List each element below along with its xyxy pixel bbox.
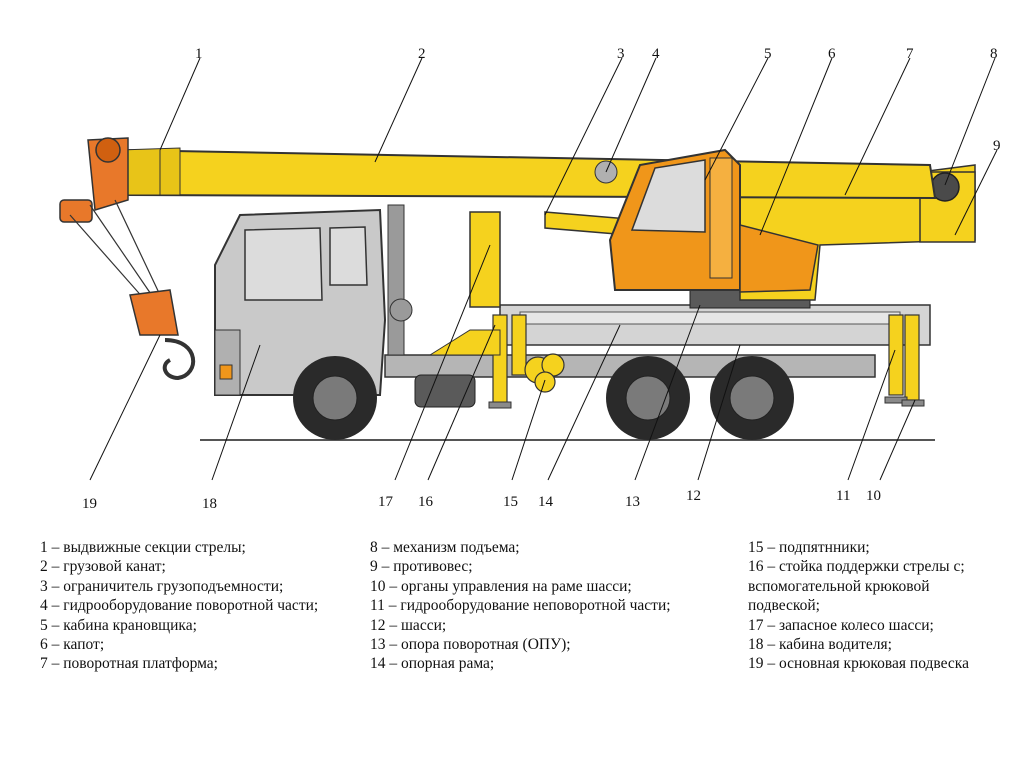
- legend-item: 3 – ограничитель грузоподъемности;: [40, 577, 284, 595]
- legend-column-1: 1 – выдвижные секции стрелы; 2 – грузово…: [40, 538, 318, 674]
- callout-4: 4: [652, 46, 660, 62]
- hoist-rope: [69, 199, 161, 301]
- callout-7: 7: [906, 46, 914, 62]
- legend-item: 6 – капот;: [40, 636, 105, 654]
- legend-item: 13 – опора поворотная (ОПУ);: [370, 636, 571, 654]
- callout-3: 3: [617, 46, 625, 62]
- legend-item: 1 – выдвижные секции стрелы;: [40, 539, 246, 556]
- spare-wheel: [414, 374, 476, 408]
- callout-leaders: [89, 57, 998, 481]
- legend-item: 16 – стойка поддержки стрелы с;: [748, 558, 965, 576]
- callout-16: 16: [418, 494, 434, 510]
- legend-item: 9 – противовес;: [370, 558, 473, 576]
- hood: [739, 224, 819, 293]
- callout-6: 6: [828, 46, 836, 62]
- legend-item: 19 – основная крюковая подвеска: [748, 655, 969, 673]
- callout-13: 13: [625, 494, 640, 510]
- legend-item: подвеской;: [748, 597, 820, 615]
- callout-18: 18: [202, 496, 217, 512]
- legend-item: 2 – грузовой канат;: [40, 558, 166, 576]
- operator-cab: [608, 148, 741, 291]
- legend-column-2: 8 – механизм подъема; 9 – противовес; 10…: [370, 538, 671, 674]
- callout-14: 14: [538, 494, 554, 510]
- boom-head: [59, 137, 129, 223]
- hydraulic-tanks: [524, 353, 565, 393]
- callout-2: 2: [418, 46, 426, 62]
- legend-item: 5 – кабина крановщика;: [40, 616, 197, 634]
- legend-item: 15 – подпятнники;: [748, 539, 870, 556]
- boom: [118, 148, 937, 200]
- legend-item: 14 – опорная рама;: [370, 655, 495, 673]
- legend-item: 10 – органы управления на раме шасси;: [370, 577, 632, 595]
- legend-column-3: 15 – подпятнники; 16 – стойка поддержки …: [748, 538, 969, 674]
- callout-5: 5: [764, 46, 772, 62]
- callout-12: 12: [686, 488, 701, 504]
- legend-item: 8 – механизм подъема;: [370, 539, 520, 556]
- legend-item: 17 – запасное колесо шасси;: [748, 616, 934, 634]
- legend-item: 18 – кабина водителя;: [748, 636, 892, 654]
- driver-cab: [214, 208, 387, 396]
- legend-item: 4 – гидрооборудование поворотной части;: [40, 597, 319, 615]
- truck-crane-diagram: 1 2 3 4 5 6 7 8 9 10 11 12 13 14 15 16 1…: [59, 46, 1001, 512]
- callout-17: 17: [378, 494, 394, 510]
- legend-item: 12 – шасси;: [370, 616, 447, 634]
- callout-15: 15: [503, 494, 518, 510]
- legend-item: 7 – поворотная платформа;: [40, 655, 218, 673]
- support-frame: [499, 304, 931, 346]
- boom-support-post: [469, 211, 501, 308]
- callout-11: 11: [836, 488, 850, 504]
- main-hook-block: [129, 289, 196, 381]
- callout-8: 8: [990, 46, 998, 62]
- callout-numbers: 1 2 3 4 5 6 7 8 9 10 11 12 13 14 15 16 1…: [82, 46, 1001, 512]
- callout-19: 19: [82, 496, 97, 512]
- callout-1: 1: [195, 46, 203, 62]
- outrigger-pads: [488, 396, 925, 409]
- callout-9: 9: [993, 138, 1001, 154]
- exhaust-stack: [387, 204, 405, 356]
- wheels: [293, 356, 794, 440]
- callout-10: 10: [866, 488, 881, 504]
- legend-item: вспомогательной крюковой: [748, 577, 930, 595]
- legend-item: 11 – гидрооборудование неповоротной част…: [370, 597, 671, 615]
